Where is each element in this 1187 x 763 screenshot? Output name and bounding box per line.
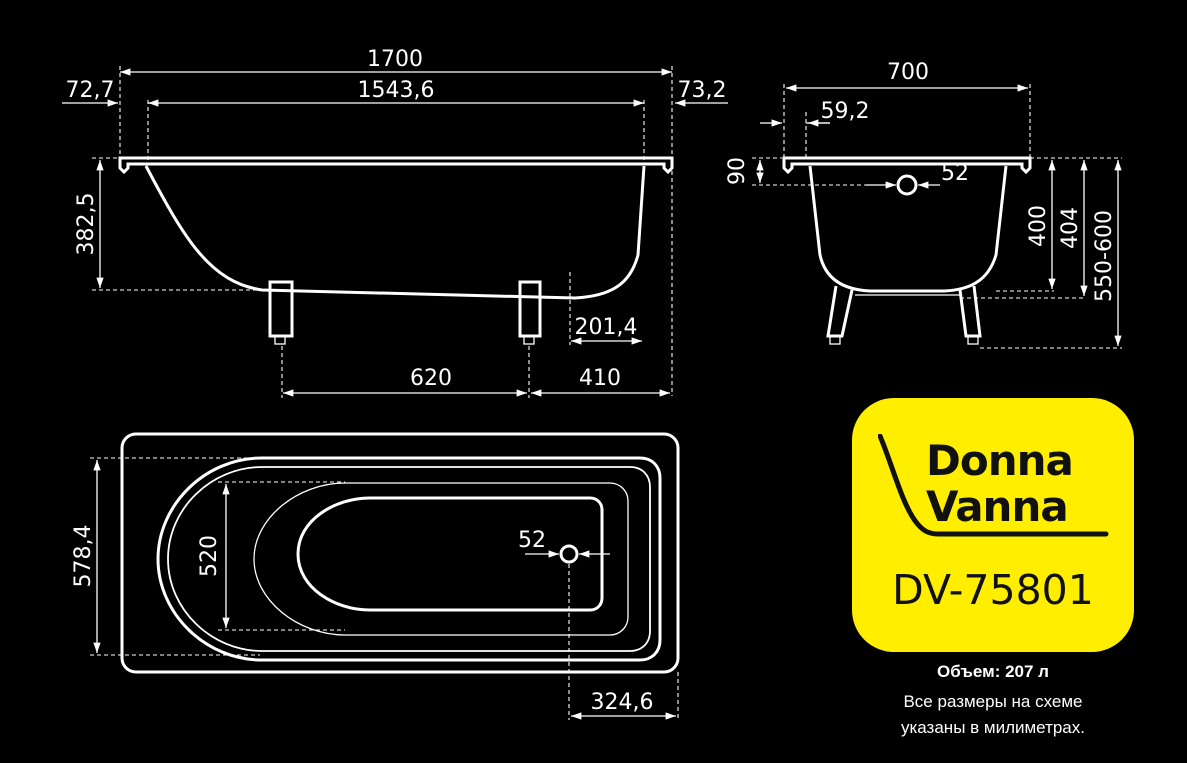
top-view: 52 578,4 520 324,6 [71, 432, 680, 720]
end-view: 700 59,2 52 90 400 404 550 [725, 60, 1122, 349]
tub-end-body [808, 165, 1008, 293]
tub-body [144, 165, 646, 300]
dim-rim-height: 90 [725, 157, 750, 185]
brand-logo: Donna Vanna DV-75801 [852, 398, 1134, 652]
dim-right-rim: 73,2 [678, 78, 727, 103]
dim-leg-offset: 410 [579, 366, 621, 391]
tub-outline-top [120, 432, 680, 674]
dim-drain: 52 [518, 528, 546, 553]
dim-drain-offset: 201,4 [575, 315, 638, 340]
dim-top-drain-offset: 324,6 [591, 690, 654, 715]
leg-right [518, 280, 542, 338]
dim-depth: 382,5 [74, 193, 99, 256]
dim-install-height: 550-600 [1092, 210, 1117, 302]
end-leg-left [826, 285, 854, 338]
volume-label: Объем: 207 л [937, 662, 1049, 681]
brand-name-line2: Vanna [926, 482, 1069, 531]
side-view: 1700 1543,6 72,7 73,2 382,5 201,4 [62, 47, 728, 398]
end-leg-right [958, 285, 982, 338]
units-note-line2: указаны в милиметрах. [900, 718, 1085, 737]
dim-left-rim: 72,7 [66, 78, 115, 103]
dim-total-length: 1700 [367, 47, 423, 72]
overflow-hole [896, 174, 918, 196]
dim-top-width: 578,4 [71, 525, 96, 588]
dim-top-inner-width: 520 [197, 535, 222, 577]
dim-leg-spacing: 620 [410, 366, 452, 391]
dim-overflow: 52 [941, 161, 969, 186]
tub-rim-inner [156, 456, 662, 662]
brand-name-line1: Donna [926, 436, 1074, 485]
tub-rim [118, 156, 674, 175]
brand-swoosh-icon [878, 434, 1109, 537]
dim-rim-width: 59,2 [821, 99, 870, 124]
units-note-line1: Все размеры на схеме [903, 692, 1083, 711]
dim-outer-depth: 404 [1058, 207, 1083, 249]
leg-right-foot [523, 335, 535, 345]
dim-inner-length: 1543,6 [358, 78, 435, 103]
leg-left-foot [274, 335, 286, 345]
dim-inner-depth: 400 [1026, 205, 1051, 247]
drain-hole [559, 544, 579, 564]
dim-width: 700 [887, 60, 929, 85]
model-number: DV-75801 [892, 566, 1094, 614]
tub-basin [296, 496, 604, 612]
